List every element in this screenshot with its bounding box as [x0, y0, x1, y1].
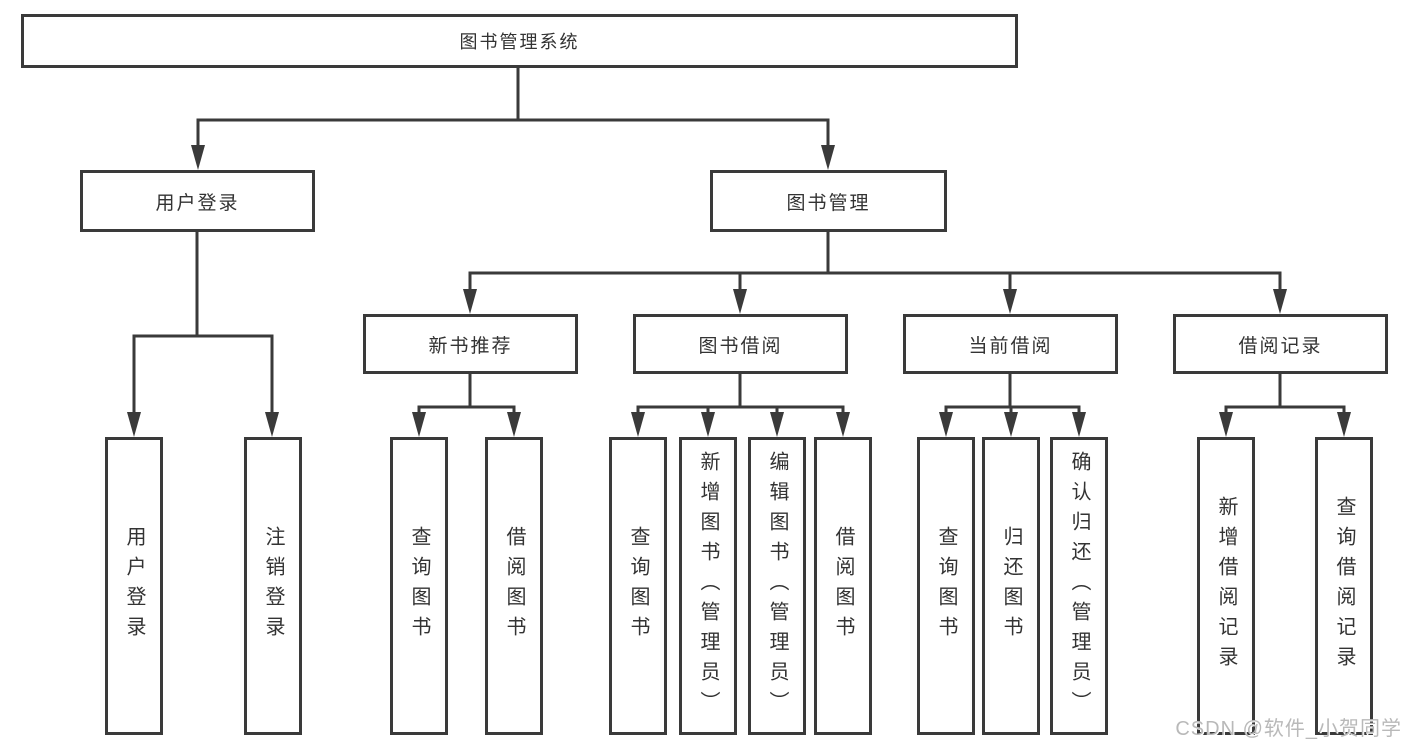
leaf-nb-query-books: 查询图书: [390, 437, 448, 735]
leaf-label: 新增借阅记录: [1215, 496, 1237, 676]
leaf-label: 查询借阅记录: [1333, 496, 1355, 676]
leaf-label: 注销登录: [262, 526, 284, 646]
node-book-borrow: 图书借阅: [633, 314, 848, 374]
leaf-br-add-record: 新增借阅记录: [1197, 437, 1255, 735]
leaf-label: 借阅图书: [503, 526, 525, 646]
node-borrow-records: 借阅记录: [1173, 314, 1388, 374]
leaf-label: 用户登录: [123, 526, 145, 646]
leaf-nb-borrow-books: 借阅图书: [485, 437, 543, 735]
leaf-label: 编辑图书（管理员）: [766, 451, 788, 721]
node-library-system: 图书管理系统: [21, 14, 1018, 68]
leaf-cb-return-books: 归还图书: [982, 437, 1040, 735]
node-new-book-recommend: 新书推荐: [363, 314, 578, 374]
leaf-label: 查询图书: [408, 526, 430, 646]
leaf-user-login: 用户登录: [105, 437, 163, 735]
leaf-cb-confirm-return-admin: 确认归还（管理员）: [1050, 437, 1108, 735]
leaf-bb-edit-book-admin: 编辑图书（管理员）: [748, 437, 806, 735]
leaf-label: 借阅图书: [832, 526, 854, 646]
leaf-cb-query-books: 查询图书: [917, 437, 975, 735]
leaf-label: 确认归还（管理员）: [1068, 451, 1090, 721]
leaf-bb-add-book-admin: 新增图书（管理员）: [679, 437, 737, 735]
node-book-management: 图书管理: [710, 170, 947, 232]
leaf-label: 查询图书: [935, 526, 957, 646]
node-user-login: 用户登录: [80, 170, 315, 232]
node-current-borrow: 当前借阅: [903, 314, 1118, 374]
leaf-bb-borrow-books: 借阅图书: [814, 437, 872, 735]
leaf-label: 归还图书: [1000, 526, 1022, 646]
leaf-bb-query-books: 查询图书: [609, 437, 667, 735]
leaf-br-query-record: 查询借阅记录: [1315, 437, 1373, 735]
leaf-label: 查询图书: [627, 526, 649, 646]
leaf-label: 新增图书（管理员）: [697, 451, 719, 721]
leaf-logout: 注销登录: [244, 437, 302, 735]
watermark: CSDN @软件_小贺同学: [1175, 718, 1402, 740]
